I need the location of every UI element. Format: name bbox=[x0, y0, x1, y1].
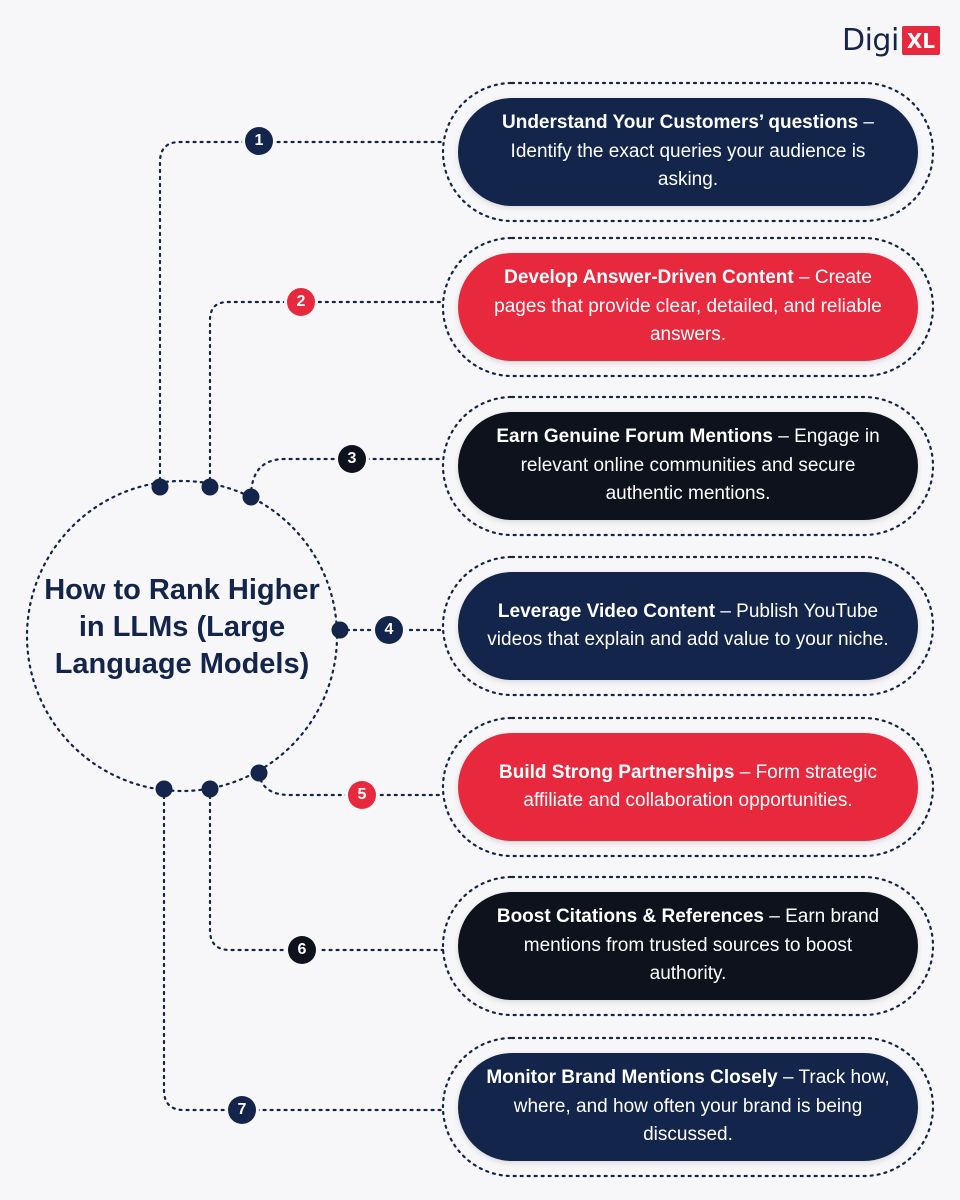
step-title-4: Leverage Video Content bbox=[497, 600, 716, 622]
step-body-5: Form strategic affiliate and collaborati… bbox=[523, 761, 877, 812]
step-title-2: Develop Answer-Driven Content bbox=[504, 267, 794, 289]
connector-7 bbox=[162, 787, 445, 1112]
step-separator-7: – bbox=[777, 1067, 799, 1089]
step-body-3: Engage in relevant online communities an… bbox=[520, 426, 880, 505]
card-outline-1 bbox=[441, 81, 935, 223]
step-title-3: Earn Genuine Forum Mentions bbox=[496, 426, 773, 448]
card-outline-4 bbox=[441, 555, 935, 697]
step-separator-6: – bbox=[763, 906, 786, 928]
step-body-1: Identify the exact queries your audience… bbox=[510, 140, 866, 191]
junction-dot-2 bbox=[201, 478, 219, 496]
step-number-1: 1 bbox=[245, 127, 273, 155]
step-number-6: 6 bbox=[288, 936, 316, 964]
step-title-1: Understand Your Customers’ questions bbox=[502, 112, 859, 134]
brand-logo: Digi XL bbox=[842, 20, 940, 60]
junction-dot-1 bbox=[151, 478, 169, 496]
step-card-6: Boost Citations & References – Earn bran… bbox=[458, 892, 918, 1000]
step-title-6: Boost Citations & References bbox=[496, 906, 764, 928]
step-card-2: Develop Answer-Driven Content – Create p… bbox=[458, 253, 918, 361]
step-card-5: Build Strong Partnerships – Form strateg… bbox=[458, 733, 918, 841]
step-body-2: Create pages that provide clear, detaile… bbox=[494, 267, 882, 346]
step-title-5: Build Strong Partnerships bbox=[499, 761, 735, 783]
step-separator-3: – bbox=[772, 426, 795, 448]
junction-dot-4 bbox=[331, 621, 349, 639]
step-number-2: 2 bbox=[287, 288, 315, 316]
step-number-7: 7 bbox=[228, 1096, 256, 1124]
card-outline-3 bbox=[441, 395, 935, 537]
step-title-7: Monitor Brand Mentions Closely bbox=[486, 1067, 778, 1089]
brand-logo-badge: XL bbox=[901, 25, 940, 55]
step-separator-4: – bbox=[715, 600, 737, 622]
step-body-4: Publish YouTube videos that explain and … bbox=[487, 600, 889, 651]
step-body-7: Track how, where, and how often your bra… bbox=[513, 1067, 890, 1146]
connector-5 bbox=[257, 771, 445, 797]
step-separator-5: – bbox=[734, 761, 756, 783]
step-separator-2: – bbox=[793, 267, 815, 289]
connector-6 bbox=[208, 787, 445, 952]
card-outline-7 bbox=[441, 1036, 935, 1178]
brand-logo-word: Digi bbox=[842, 22, 899, 58]
card-outline-6 bbox=[441, 875, 935, 1017]
step-card-1: Understand Your Customers’ questions – I… bbox=[458, 98, 918, 206]
connector-1 bbox=[158, 140, 445, 489]
step-number-5: 5 bbox=[348, 781, 376, 809]
junction-dot-5 bbox=[250, 764, 268, 782]
step-body-6: Earn brand mentions from trusted sources… bbox=[523, 906, 880, 985]
junction-dot-6 bbox=[201, 780, 219, 798]
step-number-3: 3 bbox=[338, 445, 366, 473]
step-separator-1: – bbox=[858, 112, 874, 134]
card-outline-5 bbox=[441, 716, 935, 858]
step-card-3: Earn Genuine Forum Mentions – Engage in … bbox=[458, 412, 918, 520]
junction-dot-3 bbox=[242, 488, 260, 506]
card-outline-2 bbox=[441, 236, 935, 378]
step-card-4: Leverage Video Content – Publish YouTube… bbox=[458, 572, 918, 680]
step-number-4: 4 bbox=[375, 616, 403, 644]
step-card-7: Monitor Brand Mentions Closely – Track h… bbox=[458, 1053, 918, 1161]
connector-2 bbox=[208, 300, 445, 489]
junction-dot-7 bbox=[155, 780, 173, 798]
center-title: How to Rank Higher in LLMs (Large Langua… bbox=[44, 574, 320, 680]
